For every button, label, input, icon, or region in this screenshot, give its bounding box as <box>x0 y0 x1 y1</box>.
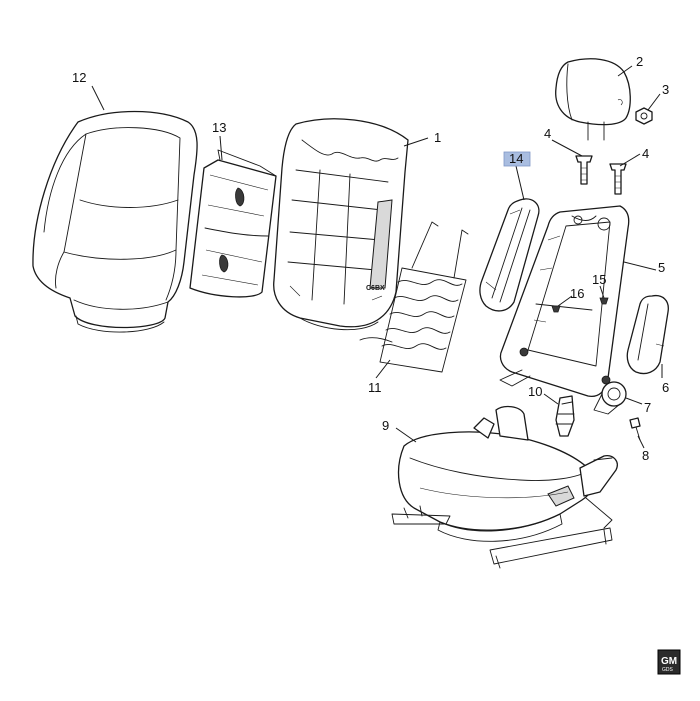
part-6-side-trim[interactable] <box>626 294 669 375</box>
logo-brand: GM <box>661 656 677 667</box>
callout-14-highlight <box>503 151 531 167</box>
part-10-connector[interactable] <box>555 395 575 437</box>
leader-lines <box>91 65 663 449</box>
part-3-cap[interactable] <box>635 107 653 125</box>
callout-6[interactable]: 6 <box>662 380 669 395</box>
part-11-wire-suspension[interactable] <box>359 221 469 373</box>
callout-9[interactable]: 9 <box>382 418 389 433</box>
callout-1[interactable]: 1 <box>434 130 441 145</box>
part-16-fastener[interactable] <box>551 305 561 313</box>
callout-3[interactable]: 3 <box>662 82 669 97</box>
callout-10[interactable]: 10 <box>528 384 542 399</box>
part-12-seatback-cover[interactable] <box>32 110 198 333</box>
callout-11[interactable]: 11 <box>368 380 382 395</box>
callout-7[interactable]: 7 <box>644 400 651 415</box>
callout-12[interactable]: 12 <box>72 70 86 85</box>
callout-5[interactable]: 5 <box>658 260 665 275</box>
part-4-guide-left[interactable] <box>575 155 593 185</box>
part-1-seatback-pad[interactable] <box>273 118 409 331</box>
callout-15[interactable]: 15 <box>592 272 606 287</box>
callout-8[interactable]: 8 <box>642 448 649 463</box>
gm-logo: GM GDS <box>657 649 681 675</box>
callout-2[interactable]: 2 <box>636 54 643 69</box>
part-15-fastener[interactable] <box>599 297 609 305</box>
part-7-recliner[interactable] <box>593 381 627 415</box>
callout-16[interactable]: 16 <box>570 286 584 301</box>
part-stamp: C6BX <box>366 285 385 292</box>
callout-13[interactable]: 13 <box>212 120 226 135</box>
callouts: 1 2 3 4 4 5 6 7 8 9 10 11 12 13 14 15 16 <box>72 54 669 463</box>
logo-sub: GDS <box>662 667 674 673</box>
callout-14[interactable]: 14 <box>509 151 523 166</box>
part-14-side-panel[interactable] <box>479 198 540 312</box>
part-9-seat-cushion[interactable] <box>391 405 618 569</box>
part-4-guide-right[interactable] <box>609 163 627 195</box>
callout-4-right[interactable]: 4 <box>642 146 649 161</box>
part-13-back-pad[interactable] <box>189 149 277 298</box>
part-2-headrest[interactable] <box>555 58 631 141</box>
callout-4-left[interactable]: 4 <box>544 126 551 141</box>
